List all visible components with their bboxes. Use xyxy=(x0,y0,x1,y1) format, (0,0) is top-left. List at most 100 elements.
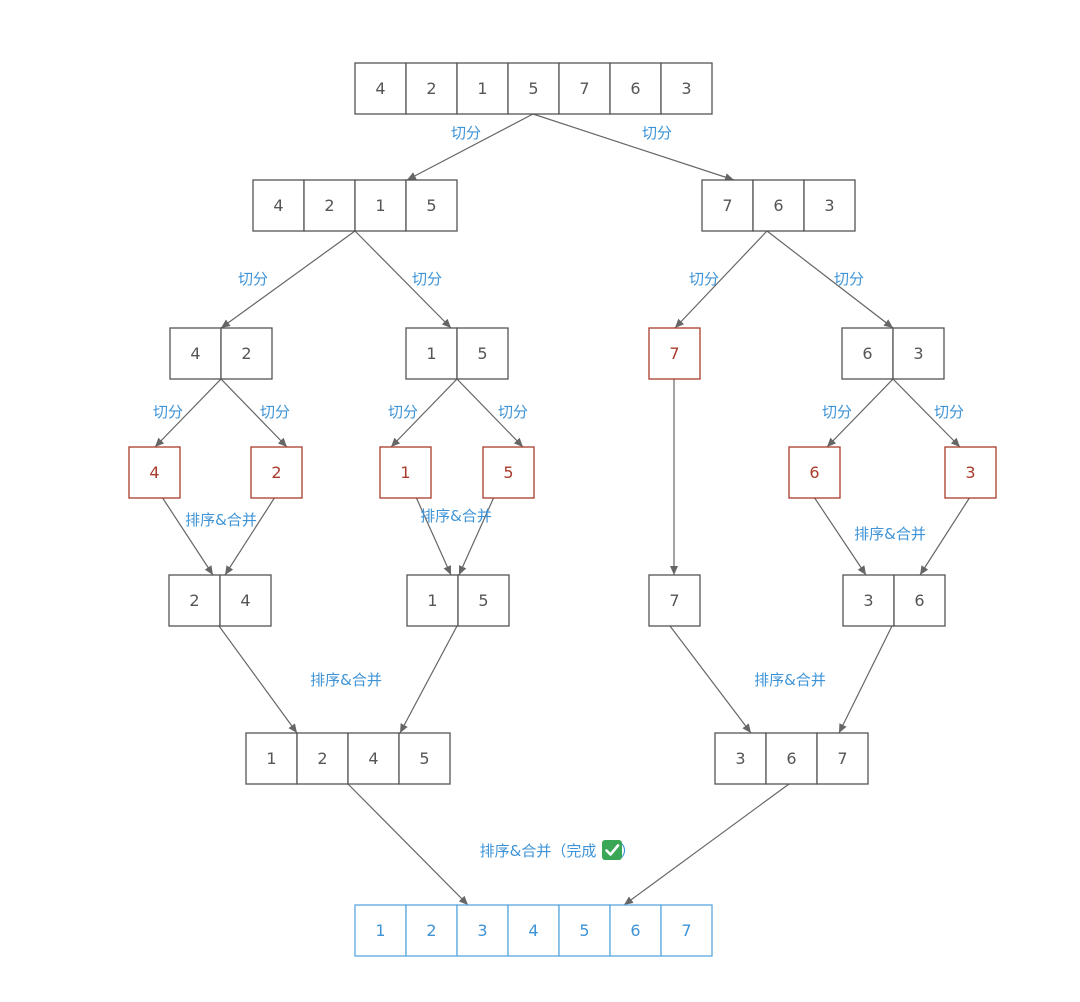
array-cell: 5 xyxy=(558,904,611,957)
leaf-box: 3 xyxy=(944,446,997,499)
edge-a1-to-a3 xyxy=(220,230,356,329)
cell-border xyxy=(752,179,805,232)
cell-value: 7 xyxy=(579,79,589,98)
array-cell: 2 xyxy=(405,904,458,957)
cell-border xyxy=(220,327,273,380)
cell-value: 3 xyxy=(735,749,745,768)
cell-border xyxy=(609,62,662,115)
edge-label-split: 切分 xyxy=(238,270,268,288)
array-box: 7 xyxy=(648,574,701,627)
edge-label-split: 切分 xyxy=(642,124,672,142)
leaf-box: 1 xyxy=(379,446,432,499)
cell-value: 2 xyxy=(271,463,281,482)
cell-border xyxy=(219,574,272,627)
cell-value: 6 xyxy=(862,344,872,363)
edge-label-split: 切分 xyxy=(388,403,418,421)
array-cell: 2 xyxy=(220,327,273,380)
cell-value: 1 xyxy=(266,749,276,768)
leaf-box: 5 xyxy=(482,446,535,499)
array-cell: 7 xyxy=(648,574,701,627)
cell-value: 5 xyxy=(579,921,589,940)
array-cell: 3 xyxy=(714,732,767,785)
edge-a13-to-a17 xyxy=(218,625,298,734)
array-cell: 3 xyxy=(892,327,945,380)
array-cell: 7 xyxy=(816,732,869,785)
cell-value: 4 xyxy=(273,196,283,215)
cell-border xyxy=(354,179,407,232)
cell-value: 2 xyxy=(241,344,251,363)
cell-value: 6 xyxy=(914,591,924,610)
edge-label-split: 切分 xyxy=(498,403,528,421)
edge-a0-to-a2 xyxy=(532,113,735,181)
array-cell: 5 xyxy=(398,732,451,785)
array-cell: 2 xyxy=(405,62,458,115)
cell-value: 3 xyxy=(863,591,873,610)
array-cell: 6 xyxy=(893,574,946,627)
edge-a10-to-a14 xyxy=(458,496,495,576)
edge-a2-to-a6 xyxy=(766,230,894,329)
edge-label-split: 切分 xyxy=(689,270,719,288)
edge-a6-to-a11 xyxy=(826,378,894,448)
cell-value: 1 xyxy=(375,921,385,940)
cell-border xyxy=(842,574,895,627)
cell-border xyxy=(347,732,400,785)
cell-value: 6 xyxy=(630,921,640,940)
cell-border xyxy=(250,446,303,499)
cell-border xyxy=(648,327,701,380)
array-cell: 2 xyxy=(250,446,303,499)
edges-layer xyxy=(154,113,971,906)
array-cell: 6 xyxy=(609,904,662,957)
cell-value: 3 xyxy=(477,921,487,940)
edge-a2-to-a5 xyxy=(674,230,768,329)
leaf-box: 2 xyxy=(250,446,303,499)
edge-a9-to-a14 xyxy=(415,496,452,576)
edge-a18-to-a19 xyxy=(623,783,790,906)
cell-value: 6 xyxy=(809,463,819,482)
cell-value: 4 xyxy=(190,344,200,363)
array-cell: 3 xyxy=(660,62,713,115)
array-cell: 5 xyxy=(456,327,509,380)
edge-label-final-merge: 排序&合并（完成 xyxy=(480,842,597,860)
edge-a16-to-a18 xyxy=(838,625,893,734)
array-cell: 3 xyxy=(803,179,856,232)
edge-label-merge: 排序&合并 xyxy=(310,671,382,689)
cell-value: 7 xyxy=(681,921,691,940)
cell-border xyxy=(398,732,451,785)
leaf-box: 4 xyxy=(128,446,181,499)
array-cell: 3 xyxy=(944,446,997,499)
cell-value: 6 xyxy=(773,196,783,215)
cell-value: 7 xyxy=(722,196,732,215)
array-cell: 1 xyxy=(245,732,298,785)
edge-a17-to-a19 xyxy=(347,783,469,906)
array-cell: 5 xyxy=(457,574,510,627)
check-mark-icon xyxy=(602,840,622,860)
cell-border xyxy=(892,327,945,380)
cell-border xyxy=(816,732,869,785)
cell-border xyxy=(245,732,298,785)
cell-value: 2 xyxy=(189,591,199,610)
cell-value: 2 xyxy=(426,79,436,98)
cell-value: 3 xyxy=(681,79,691,98)
edge-a0-to-a1 xyxy=(406,113,534,181)
cell-value: 2 xyxy=(317,749,327,768)
cell-border xyxy=(406,574,459,627)
leaf-box: 6 xyxy=(788,446,841,499)
cell-value: 1 xyxy=(400,463,410,482)
cell-value: 6 xyxy=(786,749,796,768)
array-cell: 1 xyxy=(456,62,509,115)
cell-border xyxy=(788,446,841,499)
cell-value: 1 xyxy=(427,591,437,610)
cell-border xyxy=(456,327,509,380)
cell-border xyxy=(405,179,458,232)
edge-a1-to-a4 xyxy=(354,230,452,329)
cell-value: 5 xyxy=(528,79,538,98)
cell-border xyxy=(660,904,713,957)
array-cell: 7 xyxy=(701,179,754,232)
